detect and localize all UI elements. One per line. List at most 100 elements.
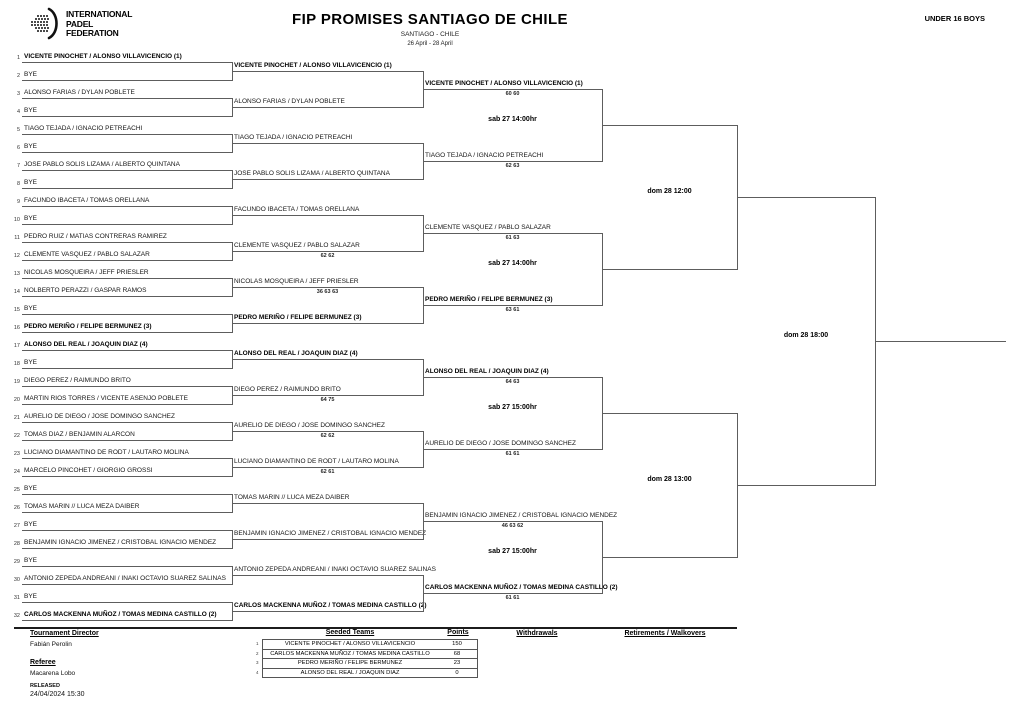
r1-team-entry: VICENTE PINOCHET / ALONSO VILLAVICENCIO … (24, 53, 182, 60)
r1-team-entry: AURELIO DE DIEGO / JOSE DOMINGO SANCHEZ (24, 413, 175, 420)
r1-team-entry: LUCIANO DIAMANTINO DE RODT / LAUTARO MOL… (24, 449, 189, 456)
qf-team-entry: PEDRO MERIÑO / FELIPE BERMUNEZ (3) (425, 296, 553, 303)
r1-team-entry: JOSE PABLO SOLIS LIZAMA / ALBERTO QUINTA… (24, 161, 180, 168)
footer-divider (14, 627, 737, 629)
r1-slot-number: 13 (13, 271, 20, 277)
r2-line (232, 107, 423, 108)
r1-team-entry: CLEMENTE VASQUEZ / PABLO SALAZAR (24, 251, 150, 258)
r2-line (232, 539, 423, 540)
logo-line-3: FEDERATION (66, 28, 119, 38)
r1-bye-entry: BYE (24, 305, 38, 312)
r2-team-entry: JOSE PABLO SOLIS LIZAMA / ALBERTO QUINTA… (234, 170, 390, 177)
qf-line (423, 521, 602, 522)
logo-line-1: INTERNATIONAL (66, 9, 133, 19)
referee-label: Referee (30, 659, 56, 666)
r1-line (22, 548, 232, 549)
r1-slot-number: 18 (13, 361, 20, 367)
qf-match-score: 60 60 (505, 91, 520, 97)
qf-team-entry: BENJAMIN IGNACIO JIMENEZ / CRISTOBAL IGN… (425, 512, 618, 519)
final-line (737, 485, 875, 486)
final-line (737, 197, 875, 198)
r1-line (22, 152, 232, 153)
r1-line (22, 494, 232, 495)
r1-slot-number: 21 (13, 415, 20, 421)
referee-name: Macarena Lobo (30, 670, 76, 677)
r1-line (22, 368, 232, 369)
qf-team-entry: TIAGO TEJADA / IGNACIO PETREACHI (425, 152, 544, 159)
r1-slot-number: 30 (13, 577, 20, 583)
seed-number: 4 (256, 669, 259, 675)
seeded-team-name: CARLOS MACKENNA MUÑOZ / TOMAS MEDINA CAS… (270, 650, 430, 657)
r2-team-entry: ALONSO DEL REAL / JOAQUIN DIAZ (4) (234, 350, 358, 357)
r1-line (22, 242, 232, 243)
r2-match-score: 62 62 (320, 253, 335, 259)
final-match-time: dom 28 18:00 (783, 332, 829, 339)
r1-line (22, 620, 232, 621)
r1-slot-number: 15 (13, 307, 20, 313)
r1-slot-number: 19 (13, 379, 20, 385)
r1-slot-number: 26 (13, 505, 20, 511)
r1-slot-number: 8 (16, 181, 20, 187)
qf-team-entry: AURELIO DE DIEGO / JOSE DOMINGO SANCHEZ (425, 440, 576, 447)
r1-team-entry: BENJAMIN IGNACIO JIMENEZ / CRISTOBAL IGN… (24, 539, 217, 546)
qf-match-score: 63 61 (505, 307, 520, 313)
r2-line (232, 611, 423, 612)
r1-line (22, 530, 232, 531)
r1-slot-number: 10 (13, 217, 20, 223)
r1-line (22, 422, 232, 423)
r2-line (232, 359, 423, 360)
r1-slot-number: 7 (16, 163, 20, 169)
qf-line (423, 233, 602, 234)
r1-slot-number: 9 (16, 199, 20, 205)
r2-line (232, 323, 423, 324)
qf-team-entry: ALONSO DEL REAL / JOAQUIN DIAZ (4) (425, 368, 549, 375)
qf-match-time: sab 27 14:00hr (488, 260, 537, 267)
r1-line (22, 170, 232, 171)
seeded-team-name: ALONSO DEL REAL / JOAQUIN DIAZ (300, 669, 400, 676)
qf-line (423, 89, 602, 90)
r1-team-entry: TIAGO TEJADA / IGNACIO PETREACHI (24, 125, 143, 132)
seeded-team-points: 0 (455, 669, 459, 676)
r1-slot-number: 6 (16, 145, 20, 151)
r1-line (22, 260, 232, 261)
r2-team-entry: VICENTE PINOCHET / ALONSO VILLAVICENCIO … (234, 62, 392, 69)
r1-line (22, 386, 232, 387)
seeded-team-points: 23 (453, 660, 461, 667)
r1-line (22, 134, 232, 135)
r1-slot-number: 23 (13, 451, 20, 457)
sf-match-time: dom 28 12:00 (647, 188, 692, 195)
r1-bye-entry: BYE (24, 71, 38, 78)
r1-slot-number: 20 (13, 397, 20, 403)
qf-match-score: 62 63 (505, 163, 520, 169)
seed-number: 3 (256, 660, 259, 665)
r2-team-entry: PEDRO MERIÑO / FELIPE BERMUNEZ (3) (234, 314, 362, 321)
r2-line (232, 287, 423, 288)
r1-team-entry: TOMAS MARIN // LUCA MEZA DAIBER (24, 503, 140, 510)
r1-slot-number: 12 (13, 253, 20, 259)
r2-match-score: 64 75 (320, 397, 335, 403)
qf-match-time: sab 27 15:00hr (488, 548, 537, 555)
seed-number: 1 (256, 641, 259, 646)
r2-match-score: 36 63 63 (316, 289, 339, 295)
qf-match-score: 64 63 (505, 379, 520, 385)
qf-line (423, 593, 602, 594)
r1-team-entry: DIEGO PEREZ / RAIMUNDO BRITO (24, 377, 131, 384)
sf-match-time: dom 28 13:00 (647, 476, 692, 483)
r1-bye-entry: BYE (24, 143, 38, 150)
category-label: UNDER 16 BOYS (924, 14, 985, 23)
director-label: Tournament Director (30, 630, 99, 637)
qf-team-entry: CLEMENTE VASQUEZ / PABLO SALAZAR (425, 224, 551, 231)
qf-line (423, 161, 602, 162)
withdrawals-header: Withdrawals (516, 630, 558, 637)
r1-bye-entry: BYE (24, 215, 38, 222)
r1-line (22, 62, 232, 63)
r1-line (22, 440, 232, 441)
seeded-teams-header: Seeded Teams (325, 629, 375, 636)
r1-line (22, 296, 232, 297)
r1-line (22, 98, 232, 99)
qf-match-score: 61 61 (505, 451, 520, 457)
qf-line (423, 377, 602, 378)
r1-team-entry: PEDRO RUIZ / MATIAS CONTRERAS RAMIREZ (24, 233, 167, 240)
r1-line (22, 350, 232, 351)
